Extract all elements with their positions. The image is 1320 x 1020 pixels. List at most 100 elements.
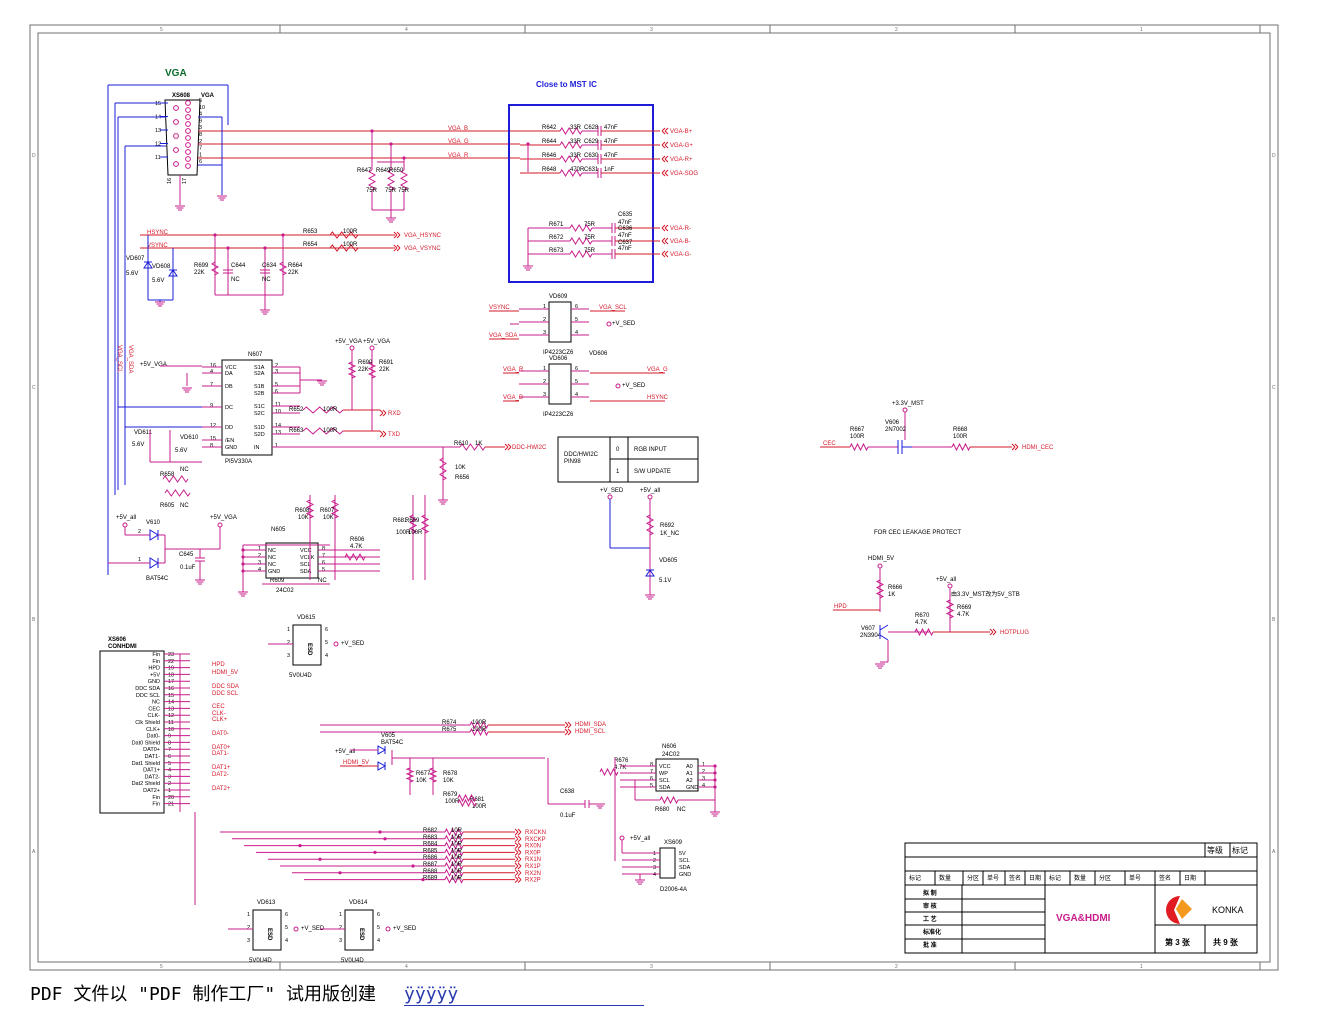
resistor-symbol <box>367 169 377 191</box>
xs609-part: D2006-4A <box>660 887 687 893</box>
n606-right-num: 1 <box>702 762 705 768</box>
resistor-symbol <box>459 443 486 451</box>
esd-ic-part: 5V0U4D <box>341 958 364 964</box>
frame-col-label: 1 <box>1140 964 1143 970</box>
esd-vsed: +V_SED <box>341 641 365 647</box>
vsed-terminal <box>606 321 612 327</box>
n605-left-pin: NC <box>268 548 276 554</box>
r679-ref: R679 <box>443 792 458 798</box>
vga-pin-hole <box>185 100 191 106</box>
vga-pin-number: 5 <box>199 98 202 104</box>
net-vga-b-vd606: VGA_B <box>503 395 523 401</box>
pwr-terminal <box>217 522 223 528</box>
neg-cap-val: 47nF <box>618 233 632 239</box>
n607-vcc-net: +5V_VGA <box>140 362 167 368</box>
neg-cap-val: 47nF <box>618 220 632 226</box>
esd-pin-number: 5 <box>325 640 328 646</box>
tmds-res-val: 10R <box>451 869 463 875</box>
vsed-terminal <box>333 641 339 647</box>
neg-res-ref: R672 <box>549 235 564 241</box>
n607-right-pin: S2D <box>254 432 265 438</box>
misc-res-ref: R607 <box>320 508 335 514</box>
sync-out-net: VGA_HSYNC <box>404 233 442 239</box>
cec-note: FOR CEC LEAKAGE PROTECT <box>874 530 961 536</box>
hdmi-net-label: DAT1- <box>212 751 229 757</box>
n605-right-num: 8 <box>322 546 325 552</box>
rxd-net: RXD <box>388 411 401 417</box>
rgb-out-net: VGA-SOG <box>670 171 698 177</box>
pwr-terminal <box>607 494 613 500</box>
vga-connector-ref: XS608 <box>172 93 191 99</box>
esd-ic-body <box>548 363 572 405</box>
tmds-out-net: RX2P <box>525 878 541 884</box>
vga-pin-hole <box>185 163 191 169</box>
tmds-res-ref: R686 <box>423 855 438 861</box>
net-arrow-icon <box>661 224 669 232</box>
r663-val: 100R <box>323 428 338 434</box>
vd611-ref: VD611 <box>134 430 153 436</box>
hdmi-pin-number: 11 <box>168 720 174 726</box>
n607-left-num: 8 <box>210 443 213 449</box>
n607-right-pin: S1B <box>254 384 265 390</box>
r658-val: NC <box>180 467 189 473</box>
hdmi-pin-number: 1 <box>168 788 171 794</box>
resistor-symbol <box>469 720 489 730</box>
hdmi-pin-label: Fin <box>152 802 160 808</box>
hdmi-net-label: DAT2- <box>212 772 229 778</box>
esd-pin-number: 6 <box>285 912 288 918</box>
resistor-symbol <box>875 579 885 599</box>
r667-val: 100R <box>850 434 865 440</box>
resistor-symbol <box>305 499 315 519</box>
junction-dot <box>383 837 387 841</box>
n605-body <box>265 542 319 579</box>
v610-part: BAT54C <box>146 576 169 582</box>
xs609-pin-number: 4 <box>653 872 656 878</box>
n607-left-pin: /EN <box>225 438 234 444</box>
n605-left-num: 4 <box>258 567 261 573</box>
r605-ref: R605 <box>160 503 175 509</box>
title-block-header-cell: 签名 <box>1009 874 1021 882</box>
esd-pin-number: 5 <box>575 317 578 323</box>
net-arrow-icon <box>1011 443 1019 451</box>
net-arrow-icon <box>514 869 522 877</box>
rgb-res-ref: R642 <box>542 125 557 131</box>
hdmi-pin-number: 18 <box>168 672 174 678</box>
v606-ref: V606 <box>885 420 900 426</box>
junction-dot <box>421 878 425 882</box>
vga-connector-name: VGA <box>201 93 215 99</box>
vd610-val: 5.6V <box>175 448 187 454</box>
c645-val: 0.1uF <box>180 565 196 571</box>
rgb-out-net: VGA-G+ <box>670 143 693 149</box>
vd607-ref: VD607 <box>126 256 145 262</box>
hdmi-pin-label: DAT2+ <box>143 788 160 794</box>
esd-ic-label: ESD <box>266 928 272 941</box>
sheet-title: VGA&HDMI <box>1056 913 1111 924</box>
r681-val: 100R <box>472 804 487 810</box>
net-vsync-vd609: VSYNC <box>489 305 510 311</box>
esd-ic-body <box>292 624 322 666</box>
n605-left-pin: NC <box>268 562 276 568</box>
net-vga-b: VGA_B <box>448 126 468 132</box>
r609-ref: R609 <box>270 578 285 584</box>
n605-ref: N605 <box>271 527 286 533</box>
resistor-symbol <box>330 499 340 519</box>
net-arrow-icon <box>564 728 572 736</box>
c638-val: 0.1uF <box>560 813 576 819</box>
v605-in: HDMI_5V <box>343 760 369 766</box>
esd-ic-part: IP4223CZ6 <box>543 350 574 356</box>
v610-pin: 2 <box>138 529 141 535</box>
title-block-header-cell: 标记 <box>909 874 921 882</box>
vga-pin-hole <box>173 133 179 139</box>
r658-ref: R658 <box>160 472 175 478</box>
hdmi-pin-number: 9 <box>168 734 171 740</box>
cec-section: +3.3V_MSTV6062N7002CECR667100RR668100RHD… <box>820 401 1054 454</box>
n606-right-num: 2 <box>702 769 705 775</box>
vd611-val: 5.6V <box>132 442 144 448</box>
ground-icon <box>316 380 328 386</box>
vga-pin-number: 10 <box>199 105 205 111</box>
esd-vsed: +V_SED <box>393 926 417 932</box>
r664-val: 22K <box>288 270 299 276</box>
